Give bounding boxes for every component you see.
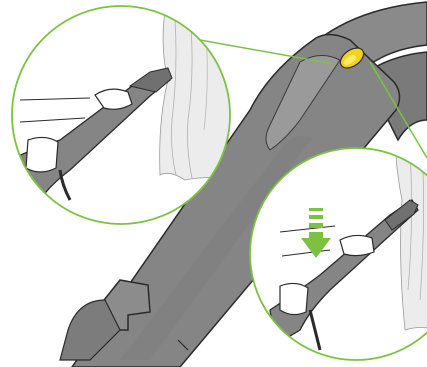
illustration-stage [0, 0, 427, 367]
steam-handle-illustration [0, 0, 427, 367]
